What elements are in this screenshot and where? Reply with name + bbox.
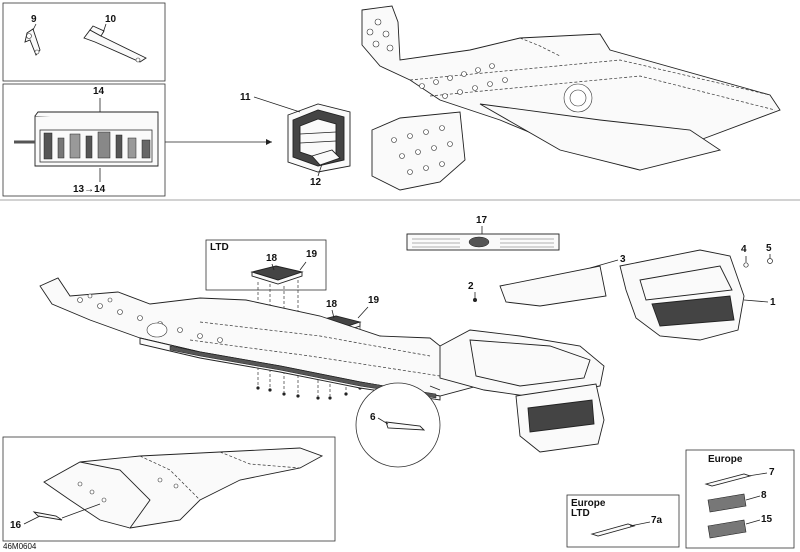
callout-18-ltd: 18	[266, 253, 278, 264]
latch-part-12	[311, 149, 341, 166]
reflector-part-8	[707, 493, 747, 513]
figure-code: 46M0604	[3, 542, 37, 551]
ltd-box	[205, 239, 327, 291]
callout-9: 9	[31, 14, 37, 25]
chassis-frame-top	[361, 5, 781, 171]
tunnel-assembly	[39, 277, 501, 401]
callout-2: 2	[468, 281, 474, 292]
trim-part-16	[32, 511, 63, 521]
bracket-part-10	[83, 23, 147, 63]
callout-19: 19	[368, 295, 380, 306]
toolkit-box	[2, 83, 166, 197]
europe-ltd-title-2: LTD	[571, 508, 590, 519]
reflector-part-7a	[590, 523, 636, 537]
callout-11: 11	[240, 92, 251, 103]
rivet-part-4	[743, 262, 749, 268]
callout-7: 7	[769, 467, 775, 478]
callout-19-ltd: 19	[306, 249, 318, 260]
callout-1: 1	[770, 297, 776, 308]
callout-6: 6	[370, 412, 376, 423]
callout-7a: 7a	[651, 515, 663, 526]
nut-part-5	[767, 258, 773, 264]
callout-4: 4	[741, 244, 747, 255]
callout-12: 12	[310, 177, 322, 188]
callout-8: 8	[761, 490, 767, 501]
europe-ltd-box	[566, 494, 680, 548]
snowflap-part-1	[619, 249, 745, 341]
reflector-part-7	[704, 473, 752, 487]
callout-17: 17	[476, 215, 488, 226]
side-panel-top	[371, 111, 466, 191]
tunnel-bottom-view	[43, 447, 324, 529]
ltd-box-title: LTD	[210, 242, 229, 253]
bottom-left-box	[2, 436, 336, 542]
reflector-part-15	[707, 519, 747, 539]
europe-ltd-title-1: Europe	[571, 498, 606, 509]
rubber-flap-3	[499, 265, 607, 307]
callout-16: 16	[10, 520, 22, 531]
warning-decal-17	[406, 233, 560, 251]
bracket-part-18-ltd	[250, 265, 304, 285]
callout-15: 15	[761, 514, 773, 525]
callout-14: 14	[93, 86, 105, 97]
europe-box-title: Europe	[708, 454, 743, 465]
toolkit-case	[14, 111, 159, 167]
tools-box-9-10	[2, 2, 166, 82]
callout-13-14: 13→14	[73, 184, 106, 195]
screw-part-2	[473, 298, 477, 302]
callout-5: 5	[766, 243, 772, 254]
detail-circle-6	[355, 382, 441, 468]
rear-bumper-lower	[439, 329, 605, 453]
europe-box	[685, 449, 795, 549]
callout-10: 10	[105, 14, 117, 25]
callout-18: 18	[326, 299, 338, 310]
callout-3: 3	[620, 254, 626, 265]
wrench-part-9	[24, 23, 41, 56]
